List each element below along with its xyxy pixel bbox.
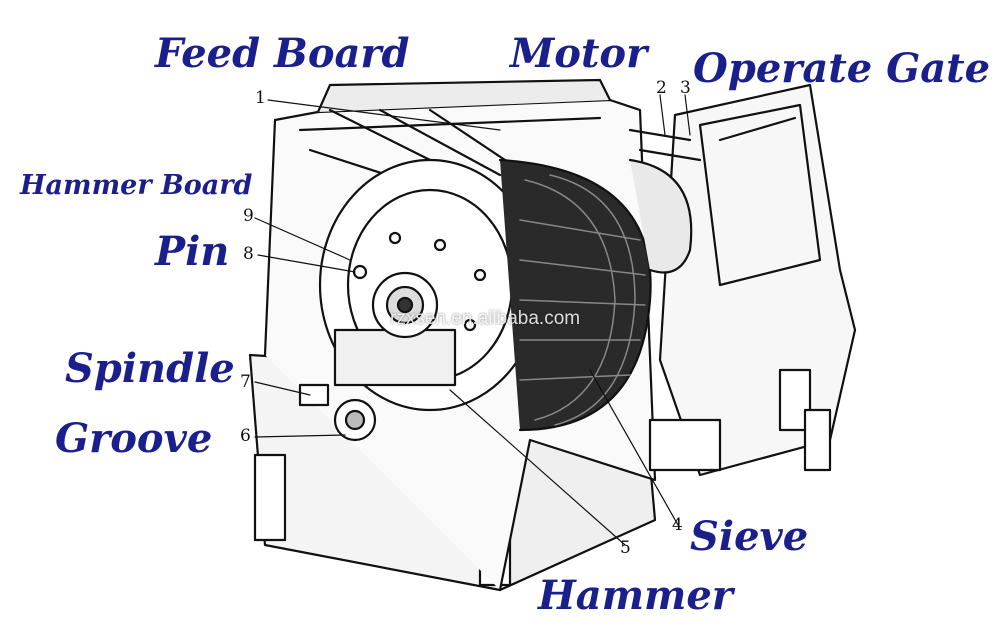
label-operate-gate: Operate Gate [693, 45, 991, 92]
feed-board [308, 108, 522, 207]
label-hammer-board: Hammer Board [20, 170, 253, 201]
callout-3: 3 [680, 78, 691, 98]
callout-9: 9 [243, 206, 254, 226]
label-hammer: Hammer [538, 572, 733, 619]
pin-hole [352, 264, 368, 280]
sieve-drum [498, 158, 652, 432]
callout-2: 2 [656, 78, 667, 98]
left-foot [253, 453, 287, 542]
label-feed-board: Feed Board [155, 30, 410, 77]
label-sieve: Sieve [690, 513, 809, 560]
watermark-text: rzxsen.en.alibaba.com [390, 308, 581, 329]
motor-coupling [628, 158, 693, 274]
label-spindle: Spindle [65, 345, 235, 392]
callout-8: 8 [243, 244, 254, 264]
callout-4: 4 [672, 515, 683, 535]
label-motor: Motor [510, 30, 648, 77]
callout-6: 6 [240, 426, 251, 446]
bearing-block [333, 328, 457, 387]
top-cover [316, 78, 612, 114]
callout-1: 1 [255, 88, 266, 108]
label-pin: Pin [155, 228, 230, 275]
callout-7: 7 [240, 372, 251, 392]
label-groove: Groove [55, 415, 213, 462]
callout-5: 5 [620, 538, 631, 558]
